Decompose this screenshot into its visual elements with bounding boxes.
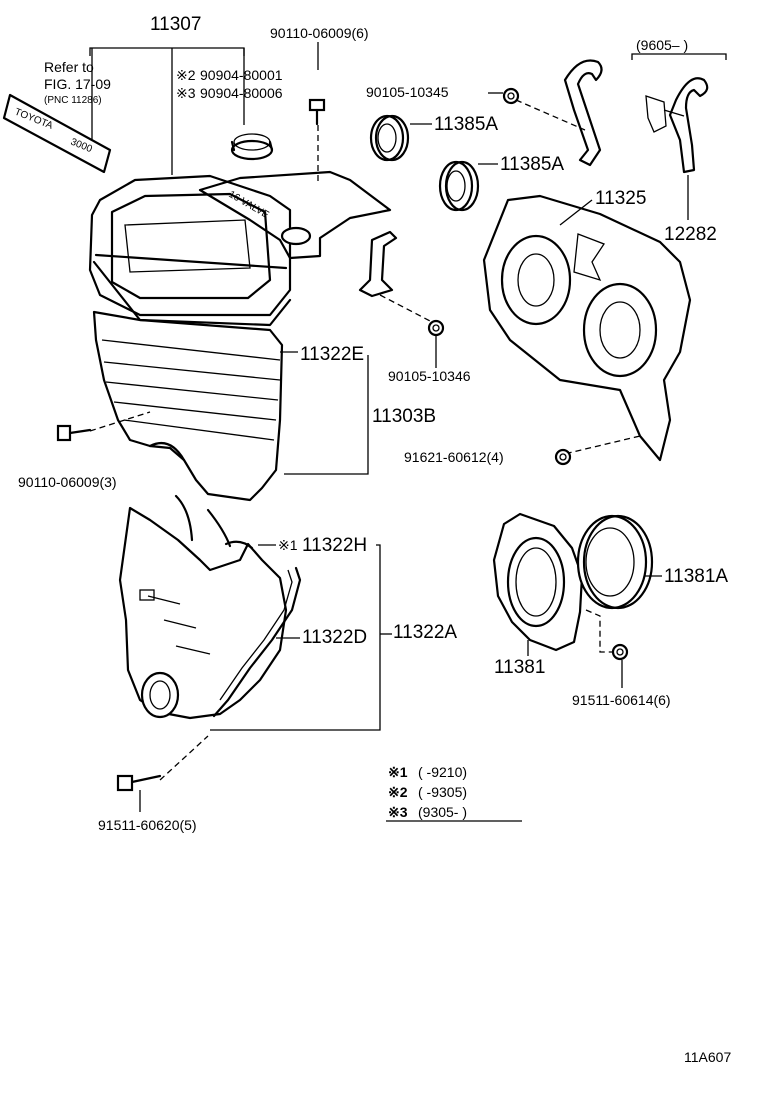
oil-seal-11381a (576, 514, 654, 610)
washer-90105-10346 (427, 319, 445, 337)
hook-bracket-12282 (645, 77, 709, 174)
label-11322d: 11322D (302, 627, 367, 648)
label-11322e: 11322E (300, 344, 364, 365)
label-11303b: 11303B (372, 406, 436, 427)
label-90105-10346: 90105-10346 (388, 368, 471, 384)
middle-cover-11303b (92, 310, 284, 502)
gasket-11322d (212, 566, 302, 718)
label-91511-60620: 91511-60620(5) (98, 817, 197, 833)
grommet-90904 (230, 133, 274, 161)
label-11385a-upper: 11385A (434, 114, 498, 135)
legend-row1-mark: ※1 (388, 764, 408, 780)
label-refer-line1: Refer to (44, 59, 94, 75)
mark-2: ※2 (176, 67, 196, 83)
washer-91511-60614 (611, 643, 629, 661)
label-refer-line2: FIG. 17-09 (44, 76, 111, 92)
label-11322a: 11322A (393, 622, 457, 643)
cover-plate: 16 VALVE (198, 170, 392, 260)
rear-plate-11325 (482, 194, 692, 462)
label-11385a-lower: 11385A (500, 154, 564, 175)
label-12282: 12282 (664, 224, 717, 245)
label-11325: 11325 (595, 188, 646, 209)
label-11381: 11381 (494, 657, 545, 678)
label-90904-80006: 90904-80006 (200, 85, 283, 101)
label-11322h: 11322H (302, 535, 367, 556)
label-refer-line3: (PNC 11286) (44, 95, 102, 106)
washer-90105-10345 (502, 87, 520, 105)
label-11381a: 11381A (664, 566, 728, 587)
washer-91621-60612 (554, 448, 572, 466)
gasket-11322h (224, 540, 254, 550)
bolt-91511-60620 (116, 774, 162, 792)
legend-row3-mark: ※3 (388, 804, 408, 820)
label-11307: 11307 (150, 14, 201, 35)
legend-row2-mark: ※2 (388, 784, 408, 800)
label-91621-60612: 91621-60612(4) (404, 449, 504, 465)
label-90904-80001: 90904-80001 (200, 67, 283, 83)
plate-brand: TOYOTA (13, 107, 55, 132)
emblem-plate: TOYOTA 3000 (2, 93, 112, 174)
hook-bracket-middle (358, 230, 398, 298)
oil-seal-11385a-upper (369, 114, 410, 162)
label-90110-06009-3: 90110-06009(3) (18, 474, 117, 490)
label-91511-60614: 91511-60614(6) (572, 692, 671, 708)
legend-row1-text: ( -9210) (418, 764, 467, 780)
mark-1: ※1 (278, 537, 298, 553)
label-90105-10345: 90105-10345 (366, 84, 449, 100)
oil-seal-11385a-lower (438, 160, 480, 212)
lower-cover-11322a (118, 494, 288, 720)
bolt-90110-lower (56, 424, 92, 442)
mark-3: ※3 (176, 85, 196, 101)
hook-bracket-upper (563, 59, 603, 167)
label-90110-06009-6: 90110-06009(6) (270, 25, 369, 41)
bolt-90110-upper (308, 98, 326, 126)
upper-cover-11307 (88, 174, 292, 327)
label-9605-range: (9605– ) (636, 37, 688, 53)
legend-row3-text: (9305- ) (418, 804, 467, 820)
legend-row2-text: ( -9305) (418, 784, 467, 800)
oil-seal-retainer-11381 (492, 512, 584, 652)
figure-id: 11A607 (684, 1049, 731, 1065)
